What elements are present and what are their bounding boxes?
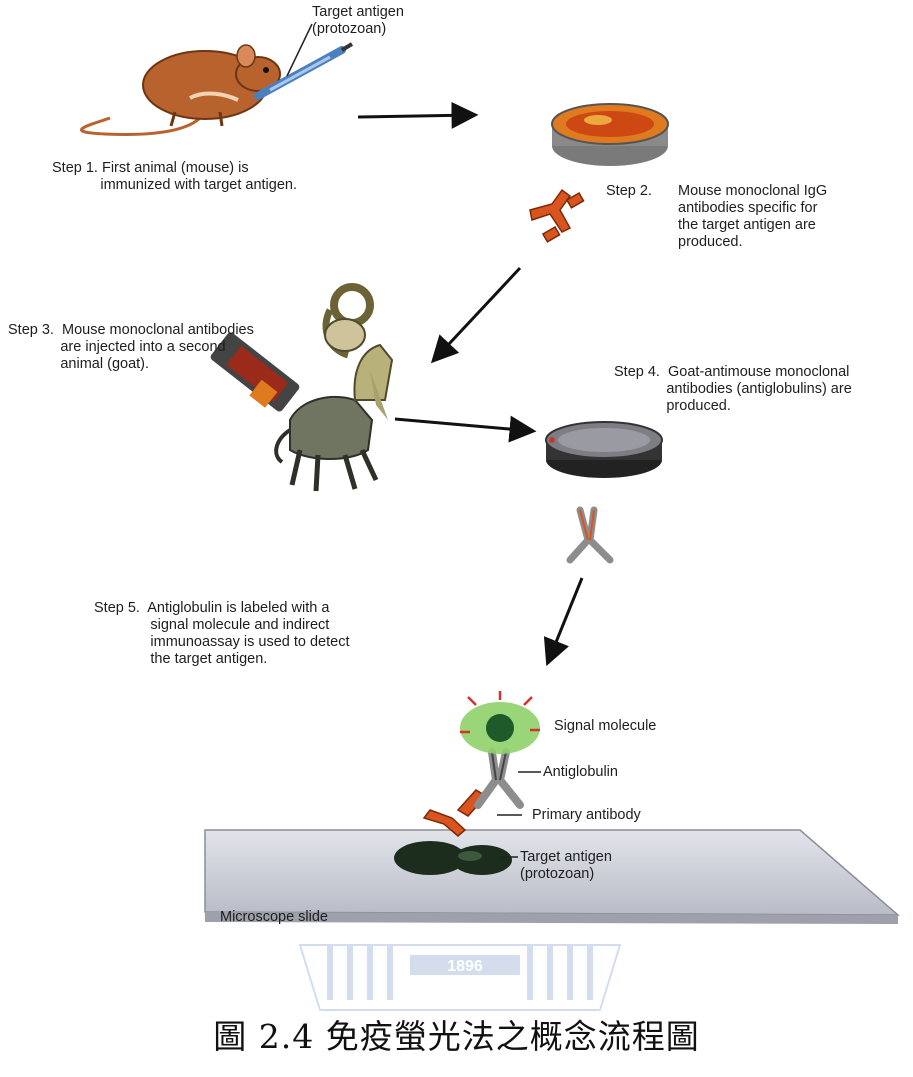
goat-illustration	[274, 283, 394, 492]
label-primary-antibody: Primary antibody	[532, 807, 641, 823]
arrow-step2-to-step3	[430, 266, 522, 364]
label-step4: Step 4. Goat-antimouse monoclonal antibo…	[614, 364, 852, 414]
monoclonal-antibody-icon	[529, 188, 585, 243]
arrow-step1-to-step2	[357, 101, 479, 129]
culture-dish-gray	[545, 421, 663, 478]
antiglobulin-icon	[566, 506, 614, 564]
label-step1: Step 1. First animal (mouse) is immunize…	[52, 160, 297, 193]
syringe-injection-illustration	[210, 332, 300, 412]
target-antigen-blob	[394, 841, 512, 875]
watermark-year: 1896	[447, 958, 483, 975]
arrow-step3-to-step4	[394, 415, 537, 443]
label-leader-lines	[497, 771, 541, 858]
label-target-antigen-top: Target antigen (protozoan)	[312, 4, 404, 37]
mouse-illustration	[80, 44, 281, 136]
label-step3: Step 3. Mouse monoclonal antibodies are …	[8, 322, 254, 372]
antiglobulin-bound-icon	[474, 748, 524, 809]
culture-dish-orange	[551, 103, 669, 166]
label-step2-head: Step 2.	[606, 183, 652, 199]
label-signal-molecule: Signal molecule	[554, 718, 657, 734]
label-microscope-slide: Microscope slide	[220, 909, 328, 925]
signal-molecule-icon	[460, 691, 540, 754]
label-antiglobulin: Antiglobulin	[543, 764, 618, 780]
microscope-slide	[204, 829, 901, 924]
syringe-illustration	[254, 23, 354, 100]
label-target-antigen-slide: Target antigen (protozoan)	[520, 849, 612, 882]
arrow-step4-to-step5	[543, 577, 584, 667]
label-step5: Step 5. Antiglobulin is labeled with a s…	[94, 600, 350, 667]
label-step2-body: Mouse monoclonal IgG antibodies specific…	[678, 183, 828, 250]
university-watermark: 1896	[298, 944, 622, 1011]
primary-antibody-icon	[422, 789, 488, 837]
figure-caption: 圖 2.4 免疫螢光法之概念流程圖	[213, 1017, 700, 1056]
